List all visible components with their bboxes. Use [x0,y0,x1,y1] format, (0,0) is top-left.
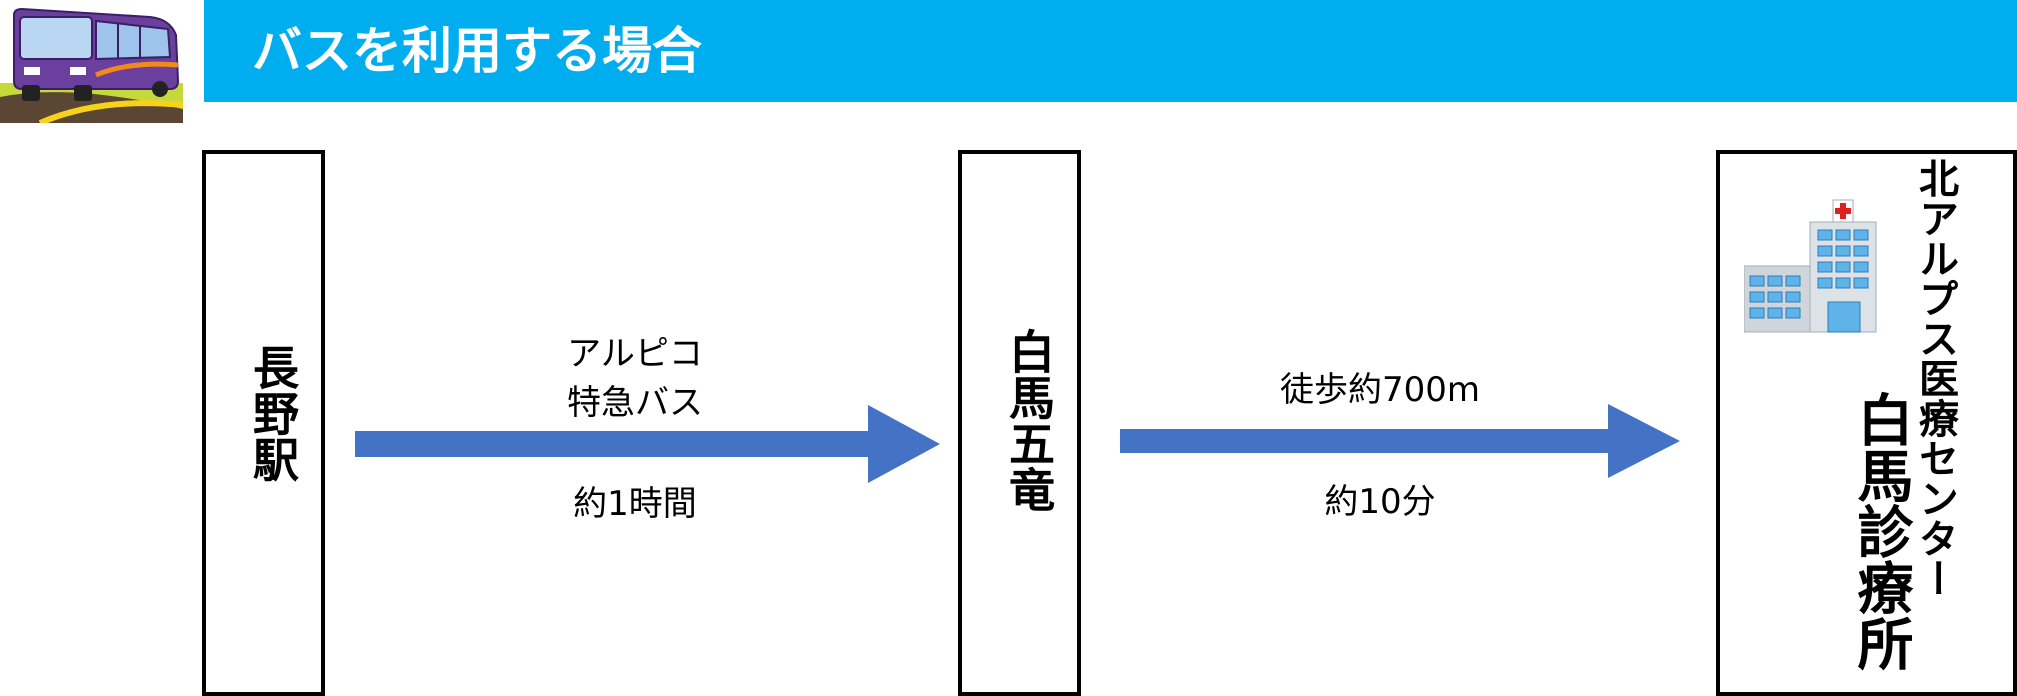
page-title: バスを利用する場合 [252,22,702,80]
station-transfer-box: 白馬五竜 [958,150,1081,696]
leg-2-line1: 徒歩約700m [1279,370,1480,410]
arrow-1 [355,405,940,483]
leg-1-duration: 約1時間 [573,484,697,524]
header-banner [204,0,2017,102]
leg-1-line2: 特急バス [567,383,703,423]
station-transfer-label: 白馬五竜 [1002,328,1056,512]
leg-1-line1: アルピコ [567,334,703,374]
station-origin-label: 長野駅 [246,344,300,482]
destination-org-label: 北アルプス医療センター [1912,158,1958,598]
destination-box: 北アルプス医療センター 白馬診療所 [1716,150,2017,696]
station-origin-box: 長野駅 [202,150,325,696]
destination-name-label: 白馬診療所 [1848,391,1913,671]
bus-icon [0,7,183,123]
hospital-icon [1744,199,1877,333]
arrow-2 [1120,404,1680,478]
leg-2-duration: 約10分 [1324,482,1436,522]
